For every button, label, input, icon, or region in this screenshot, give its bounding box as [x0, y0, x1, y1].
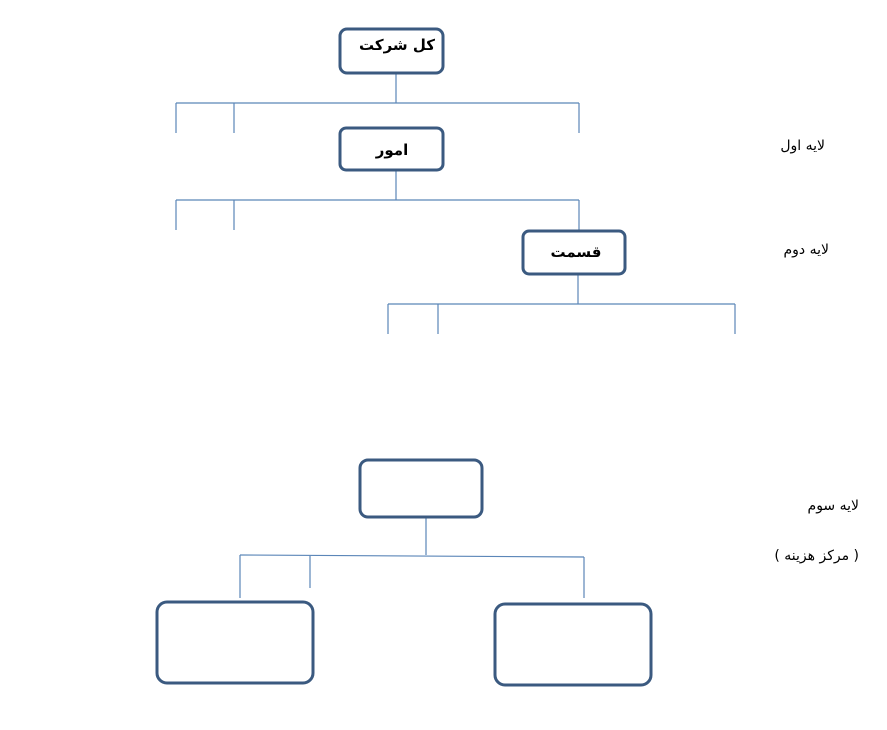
- node-section: قسمت: [521, 229, 627, 276]
- node-company: کل شرکت: [338, 27, 445, 75]
- node-cost-center-box: [358, 458, 484, 519]
- node-section-box: [521, 229, 627, 276]
- node-child-left: [155, 600, 315, 685]
- node-affairs: امور: [338, 126, 445, 172]
- node-company-box: [338, 27, 445, 75]
- layer-label-third: لایه سوم: [807, 498, 859, 514]
- node-affairs-box: [338, 126, 445, 172]
- connectors: [175, 74, 736, 598]
- node-section-label: قسمت: [550, 243, 601, 261]
- layer-label-first: لایه اول: [780, 138, 825, 154]
- node-child-right-box: [493, 602, 653, 687]
- layer-label-third-note: ( مرکز هزینه ): [774, 548, 859, 564]
- node-company-label: کل شرکت: [359, 36, 435, 54]
- layer-label-second: لایه دوم: [783, 242, 830, 258]
- node-affairs-label: امور: [375, 141, 408, 159]
- node-child-left-box: [155, 600, 315, 685]
- node-child-right: [493, 602, 653, 687]
- node-cost-center: [358, 458, 484, 519]
- connector-level4-bar: [239, 554, 585, 558]
